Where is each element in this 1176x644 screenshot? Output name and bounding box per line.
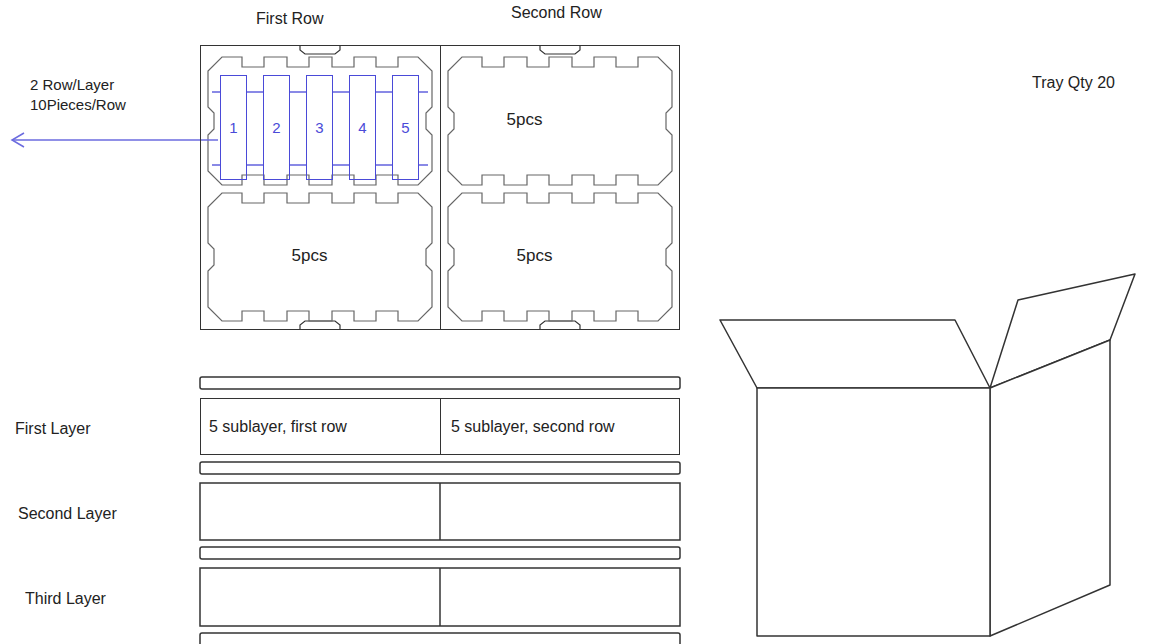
separator-sheet: [200, 547, 680, 559]
tray-pocket: [448, 57, 672, 185]
sublayer-note: 5 sublayer, first row: [209, 417, 347, 436]
sublayer-note: 5 sublayer, second row: [451, 417, 615, 436]
note-label: 2 Row/Layer: [30, 76, 114, 94]
tray-slot: 1: [220, 75, 247, 180]
row-divider: [439, 568, 441, 626]
box-front: [757, 388, 990, 636]
tray-pocket: 5pcs: [448, 57, 672, 185]
carton-box: [720, 274, 1135, 636]
separator-sheet: [200, 462, 680, 474]
tray-slot: 2: [263, 75, 290, 180]
layer-cell: 5 sublayer, first row: [200, 398, 441, 455]
row-heading: First Row: [256, 9, 324, 28]
leader-arrow: [12, 139, 218, 141]
tray-pocket: [208, 193, 432, 321]
tray-tab: [540, 45, 580, 54]
tray-tab: [540, 321, 580, 330]
tray-slot: 4: [349, 75, 376, 180]
slot-number: 4: [358, 119, 366, 137]
note-label: Second Layer: [18, 504, 117, 523]
row-divider: [439, 483, 441, 540]
ladder-line: [333, 91, 349, 92]
slot-number: 3: [315, 119, 323, 137]
separator-sheet: [200, 377, 680, 389]
separator-sheet: [200, 633, 680, 644]
ladder-line: [247, 164, 263, 165]
pocket-count: 5pcs: [517, 246, 553, 266]
row-heading: Second Row: [511, 3, 602, 22]
slot-number: 2: [272, 119, 280, 137]
ladder-line: [376, 164, 392, 165]
note-label: Tray Qty 20: [1032, 73, 1115, 92]
tray-pocket: 5pcs: [208, 193, 432, 321]
tray-tab: [300, 321, 340, 330]
layer-cell: 5 sublayer, second row: [440, 398, 680, 455]
ladder-line: [290, 164, 306, 165]
ladder-line: [419, 164, 428, 165]
note-label: First Layer: [15, 419, 91, 438]
pocket-count: 5pcs: [507, 110, 543, 130]
arrow-head: [12, 133, 24, 147]
layer-box: [200, 483, 680, 540]
slot-number: 1: [229, 119, 237, 137]
ladder-line: [247, 91, 263, 92]
tray-pocket: [208, 57, 432, 185]
tray-slot: 3: [306, 75, 333, 180]
pocket-count: 5pcs: [292, 246, 328, 266]
ladder-line: [333, 164, 349, 165]
tray-pocket: [448, 193, 672, 321]
box-side: [990, 340, 1110, 636]
note-label: Third Layer: [25, 589, 106, 608]
ladder-line: [212, 91, 220, 92]
ladder-line: [376, 91, 392, 92]
slot-number: 5: [401, 119, 409, 137]
slot-ladder: [212, 92, 428, 165]
layer-box: [200, 568, 680, 626]
ladder-line: [290, 91, 306, 92]
tray-tab: [300, 45, 340, 54]
ladder-line: [419, 91, 428, 92]
box-flap: [720, 320, 990, 388]
tray-pocket: 5pcs: [448, 193, 672, 321]
ladder-line: [212, 164, 220, 165]
tray-row: Second Row5pcs5pcs: [440, 45, 680, 330]
tray-slot: 5: [392, 75, 419, 180]
tray-row: First Row123455pcs: [200, 45, 441, 330]
note-label: 10Pieces/Row: [30, 96, 126, 114]
